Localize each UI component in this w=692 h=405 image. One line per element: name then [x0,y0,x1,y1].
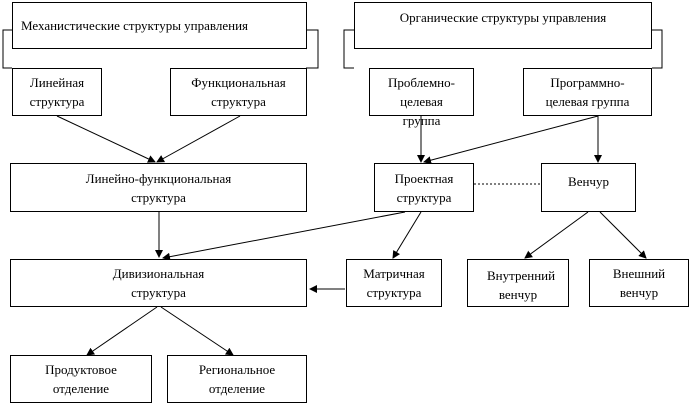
node-venture-label: Венчур [568,174,609,189]
node-product-dept-label: Продуктовое отделение [45,362,117,396]
node-matrix: Матричная структура [346,259,442,307]
bracket-left-organic [343,29,354,69]
node-functional-label: Функциональная структура [191,75,286,109]
node-linear-functional-label: Линейно-функциональная структура [85,170,232,205]
arrow-program-to-project [423,115,599,165]
arrow-linear-to-linfunc [56,115,156,163]
node-organic: Органические структуры управления [354,2,652,49]
node-external-venture-label: Внешний венчур [612,266,666,300]
node-internal-venture-label: Внутренний венчур [487,268,556,302]
arrow-project-to-matrix [392,211,422,259]
bracket-right-organic [652,29,663,69]
node-internal-venture: Внутренний венчур [467,259,569,307]
node-project-label: Проектная структура [394,170,454,205]
node-program-target: Программно-целевая группа [523,68,652,116]
arrow-venture-to-external [599,211,647,259]
node-project: Проектная структура [374,163,474,212]
arrow-venture-to-internal [524,211,589,259]
arrow-divisional-to-regional [160,306,234,356]
node-functional: Функциональная структура [170,68,307,116]
node-venture: Венчур [541,163,636,212]
node-regional-dept-label: Региональное отделение [198,362,276,396]
arrow-divisional-to-product [86,306,158,356]
arrow-functional-to-linfunc [156,115,241,163]
node-linear-label: Линейная структура [29,75,85,109]
node-mechanistic-label: Механистические структуры управления [21,18,249,33]
node-product-dept: Продуктовое отделение [10,355,152,403]
node-linear-functional: Линейно-функциональная структура [10,163,307,212]
node-divisional-label: Дивизиональная структура [112,266,205,300]
node-matrix-label: Матричная структура [363,266,425,300]
node-organic-label: Органические структуры управления [399,10,607,25]
node-problem-target: Проблемно-целевая группа [369,68,474,128]
node-divisional: Дивизиональная структура [10,259,307,307]
node-program-target-label: Программно-целевая группа [545,75,630,109]
node-problem-target-label: Проблемно-целевая группа [388,75,455,128]
bracket-right-mechanistic [306,29,319,69]
node-external-venture: Внешний венчур [589,259,689,307]
arrow-project-to-divisional [162,211,406,261]
bracket-left-mechanistic [2,29,12,69]
node-mechanistic: Механистические структуры управления [12,2,307,49]
node-linear: Линейная структура [12,68,102,116]
node-regional-dept: Региональное отделение [167,355,307,403]
